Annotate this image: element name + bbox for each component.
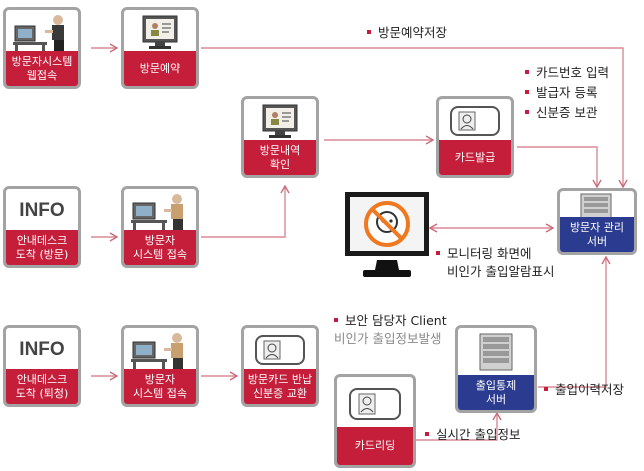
node-label: 방문자 관리 서버 — [560, 217, 634, 252]
node-card-issue: 카드발급 — [436, 96, 514, 178]
node-label: 방문내역 확인 — [244, 140, 316, 175]
server-icon — [458, 328, 534, 376]
node-card-return: 방문카드 반납 신분증 교환 — [241, 325, 319, 407]
node-label: 방문카드 반납 신분증 교환 — [244, 369, 316, 404]
info-icon: INFO — [19, 339, 65, 360]
operator-at-computer-icon — [124, 328, 196, 372]
node-label: 출입통제 서버 — [458, 375, 534, 410]
note-security-client: 보안 담당자 Client — [334, 312, 447, 330]
id-card-icon — [244, 328, 316, 372]
note-unauth-info: 비인가 출입정보발생 — [334, 331, 442, 346]
note-save-reservation: 방문예약저장 — [367, 24, 447, 42]
node-access-server: 출입통제 서버 — [455, 325, 537, 413]
note-access-log: 출입이력저장 — [544, 381, 624, 399]
node-info-desk-visit: INFO 안내데스크 도착 (방문) — [3, 186, 81, 268]
operator-at-computer-icon — [124, 189, 196, 233]
node-label: 방문예약 — [124, 51, 196, 86]
node-visitor-system-2: 방문자 시스템 접속 — [121, 325, 199, 407]
node-web-access: 방문자시스템 웹접속 — [3, 7, 81, 89]
node-label: 방문자시스템 웹접속 — [6, 51, 78, 86]
node-label: 방문자 시스템 접속 — [124, 369, 196, 404]
note-id-storage: 신분증 보관 — [525, 104, 597, 122]
note-issuer: 발급자 등록 — [525, 84, 597, 102]
note-monitoring: 모니터링 화면에 — [436, 245, 531, 263]
node-visitor-system-1: 방문자 시스템 접속 — [121, 186, 199, 268]
id-card-icon — [439, 99, 511, 143]
note-realtime: 실시간 출입정보 — [425, 426, 520, 444]
info-icon: INFO — [19, 200, 65, 221]
node-label: 안내데스크 도착 (방문) — [6, 230, 78, 265]
node-visitor-server: 방문자 관리 서버 — [557, 188, 637, 255]
node-label: 카드리딩 — [337, 427, 413, 465]
node-label: 카드발급 — [439, 140, 511, 175]
visitor-at-computer-icon — [6, 10, 78, 54]
server-icon — [560, 191, 634, 221]
node-label: 방문자 시스템 접속 — [124, 230, 196, 265]
node-reservation: 방문예약 — [121, 7, 199, 89]
id-card-icon — [337, 377, 413, 429]
security-client-monitor-icon — [343, 190, 431, 282]
node-card-reading: 카드리딩 — [334, 374, 416, 468]
note-unauth-alarm: 비인가 출입알람표시 — [447, 264, 555, 279]
note-card-number: 카드번호 입력 — [525, 64, 609, 82]
node-info-desk-exit: INFO 안내데스크 도착 (퇴청) — [3, 325, 81, 407]
node-label: 안내데스크 도착 (퇴청) — [6, 369, 78, 404]
monitor-profile-icon — [244, 99, 316, 143]
node-visit-confirm: 방문내역 확인 — [241, 96, 319, 178]
monitor-profile-icon — [124, 10, 196, 54]
